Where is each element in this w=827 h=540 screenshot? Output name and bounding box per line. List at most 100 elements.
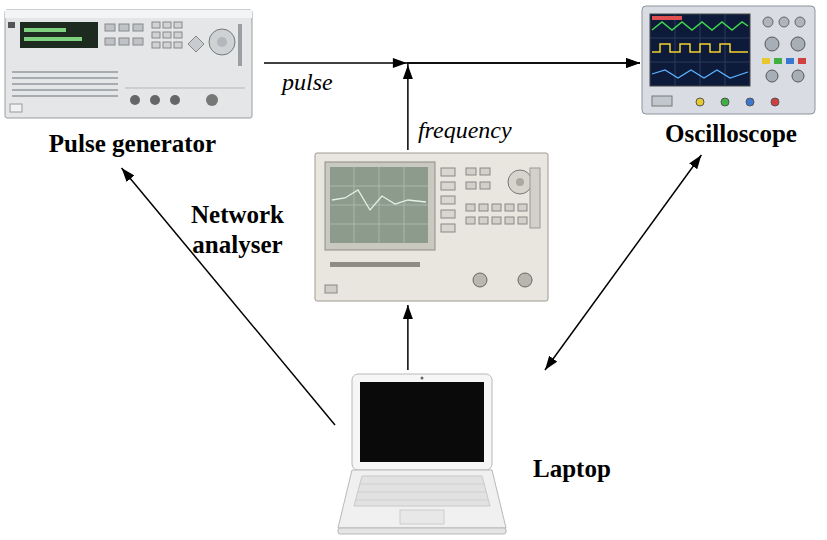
connector-arrow <box>408 63 640 150</box>
laptop-picture-part <box>358 492 487 493</box>
pulse-generator-picture-part <box>105 24 115 31</box>
oscilloscope-picture-part <box>766 70 778 82</box>
network-analyser-picture-part <box>466 182 476 189</box>
oscilloscope-picture-part <box>652 96 672 106</box>
network-analyser-picture-part <box>330 224 428 225</box>
network-analyser-picture-part <box>330 186 428 187</box>
oscilloscope-picture-part <box>774 58 782 64</box>
pulse-generator-picture-part <box>12 83 118 85</box>
network-analyser-picture-part <box>466 168 476 175</box>
pulse-generator-picture-part <box>10 104 22 112</box>
network-analyser-picture-part <box>332 190 426 210</box>
pulse-generator-picture-part <box>174 32 182 38</box>
pulse-generator-picture-part <box>12 95 118 97</box>
network-analyser-picture-part <box>325 162 435 250</box>
network-analyser-picture-part <box>480 168 490 175</box>
oscilloscope-picture-part <box>798 58 806 64</box>
oscilloscope-picture-part <box>652 16 682 20</box>
oscilloscope-picture-part <box>746 98 754 106</box>
network-analyser-picture-part <box>466 217 475 224</box>
pulse-generator-picture-part <box>238 24 242 66</box>
oscilloscope-picture <box>642 6 815 114</box>
pulse-generator-picture-part <box>5 10 252 118</box>
oscilloscope-picture-part <box>652 70 748 78</box>
network-analyser-picture-part <box>505 204 514 211</box>
pulse-generator-picture-part <box>24 28 66 32</box>
pulse-generator-picture-part <box>152 32 160 38</box>
signal-label: pulse <box>280 69 335 97</box>
laptop-picture-part <box>360 382 484 462</box>
network-analyser-picture-part <box>315 153 548 301</box>
oscilloscope-picture-part <box>650 62 750 63</box>
network-analyser-picture <box>315 153 548 301</box>
junction-arrowhead <box>403 65 413 79</box>
instrument-label: Pulse generator <box>5 129 260 159</box>
pulse-generator-picture-part <box>206 94 218 106</box>
oscilloscope-picture-part <box>650 14 750 86</box>
pulse-generator-picture-part <box>209 29 235 55</box>
pulse-generator-picture-part <box>170 95 180 105</box>
network-analyser-picture-part <box>330 167 428 243</box>
instrument-label: Laptop <box>533 454 611 484</box>
pulse-generator-picture-part <box>12 77 118 79</box>
pulse-generator-picture-part <box>130 95 140 105</box>
oscilloscope-picture-part <box>642 6 815 114</box>
laptop-picture-part <box>356 500 489 501</box>
pulse-generator-picture-part <box>150 95 160 105</box>
pulse-generator-picture-part <box>5 10 252 18</box>
oscilloscope-picture-part <box>696 98 704 106</box>
network-analyser-picture-part <box>530 168 540 228</box>
laptop-picture-part <box>352 374 492 470</box>
pulse-generator-picture-part <box>163 32 171 38</box>
network-analyser-picture-part <box>330 205 428 206</box>
network-analyser-picture-part <box>518 273 532 287</box>
pulse-generator-picture-part <box>152 22 160 28</box>
pulse-generator-picture-part <box>24 37 82 41</box>
signal-label: frequency <box>416 117 514 145</box>
instrument-node: Pulse generator <box>5 5 264 168</box>
pulse-generator-picture-part <box>125 88 245 89</box>
network-analyser-picture-part <box>480 182 490 189</box>
network-analyser-picture-part <box>473 273 487 287</box>
instrument-node: Network analyser <box>170 150 550 305</box>
oscilloscope-picture-part <box>771 98 779 106</box>
pulse-generator-picture <box>5 10 252 118</box>
pulse-generator-picture-part <box>20 22 98 48</box>
laptop-picture-part <box>338 528 506 534</box>
network-analyser-picture-part <box>479 204 488 211</box>
network-analyser-picture-part <box>516 178 524 186</box>
connector-arrow <box>407 305 409 370</box>
oscilloscope-picture-part <box>763 17 773 27</box>
network-analyser-picture-part <box>518 204 527 211</box>
junction-arrowhead <box>393 58 407 68</box>
network-analyser-picture-part <box>441 196 455 204</box>
network-analyser-picture-part <box>479 217 488 224</box>
edge-label-holder: frequency <box>416 117 514 145</box>
network-analyser-picture-part <box>505 217 514 224</box>
network-analyser-picture-part <box>518 217 527 224</box>
instrument-label: Network analyser <box>170 200 305 260</box>
network-analyser-picture-part <box>492 217 501 224</box>
pulse-generator-picture-part <box>105 38 115 45</box>
pulse-generator-picture-part <box>8 22 15 28</box>
oscilloscope-picture-part <box>791 37 805 51</box>
instrument-node: Laptop <box>335 370 635 538</box>
oscilloscope-picture-part <box>650 38 750 39</box>
pulse-generator-picture-part <box>133 38 143 45</box>
pulse-generator-picture-part <box>174 22 182 28</box>
network-analyser-picture-part <box>441 182 455 190</box>
oscilloscope-picture-part <box>762 58 770 64</box>
edge-label-holder: pulse <box>280 69 335 97</box>
pulse-generator-picture-part <box>174 42 182 48</box>
network-analyser-picture-part <box>508 170 532 194</box>
oscilloscope-picture-part <box>765 37 779 51</box>
pulse-generator-picture-part <box>119 24 129 31</box>
laptop-picture <box>338 374 506 534</box>
oscilloscope-picture-part <box>792 70 804 82</box>
network-analyser-picture-part <box>441 224 455 232</box>
network-analyser-picture-part <box>466 204 475 211</box>
pulse-generator-picture-part <box>12 89 118 91</box>
oscilloscope-picture-part <box>675 14 676 86</box>
